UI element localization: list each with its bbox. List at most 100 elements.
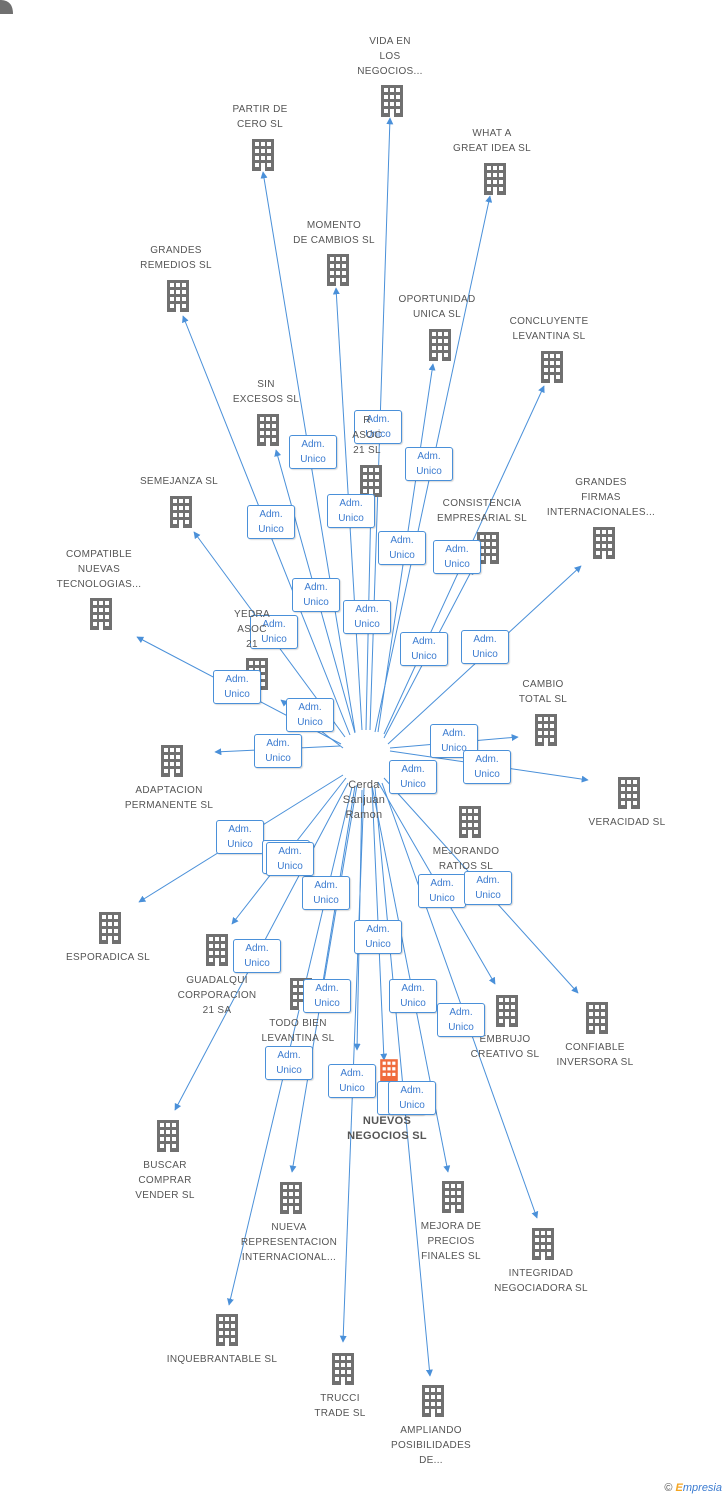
role-badge-asoc21[interactable]: Adm.Unico: [343, 600, 391, 634]
role-badge-trucci[interactable]: Adm.Unico: [328, 1064, 376, 1098]
role-badge-yedra[interactable]: Adm.Unico: [286, 698, 334, 732]
building-icon[interactable]: [532, 1228, 554, 1260]
building-icon[interactable]: [257, 414, 279, 446]
role-badge-vida[interactable]: Adm.Unico: [354, 410, 402, 444]
person-icon[interactable]: [0, 0, 13, 14]
building-icon[interactable]: [422, 1385, 444, 1417]
person-name-line: Cerda: [348, 779, 380, 791]
role-badge-sin_excesos[interactable]: Adm.Unico: [292, 578, 340, 612]
role-badge-confiable[interactable]: Adm.Unico: [464, 871, 512, 905]
building-icon[interactable]: [586, 1002, 608, 1034]
role-badge-partir[interactable]: Adm.Unico: [247, 505, 295, 539]
building-icon[interactable]: [618, 777, 640, 809]
building-icon[interactable]: [429, 329, 451, 361]
building-icon[interactable]: [459, 806, 481, 838]
role-badge-nueva_rep[interactable]: Adm.Unico: [302, 876, 350, 910]
role-badge-compatible[interactable]: Adm.Unico: [213, 670, 261, 704]
building-icon[interactable]: [206, 934, 228, 966]
building-icon[interactable]: [593, 527, 615, 559]
focus-building-icon[interactable]: [380, 1059, 398, 1085]
building-icon[interactable]: [157, 1120, 179, 1152]
role-badge-sin-edge-b[interactable]: Adm.Unico: [266, 842, 314, 876]
role-badge-integridad[interactable]: Adm.Unico: [437, 1003, 485, 1037]
role-badge-veracidad[interactable]: Adm.Unico: [463, 750, 511, 784]
role-badge-grandes_remedios[interactable]: Adm.Unico: [289, 435, 337, 469]
role-badge-what[interactable]: Adm.Unico: [405, 447, 453, 481]
building-icon[interactable]: [216, 1314, 238, 1346]
building-icon[interactable]: [442, 1181, 464, 1213]
building-icon[interactable]: [541, 351, 563, 383]
role-badge-adaptacion[interactable]: Adm.Unico: [254, 734, 302, 768]
building-icon[interactable]: [99, 912, 121, 944]
role-badge-inquebrantable[interactable]: Adm.Unico: [265, 1046, 313, 1080]
building-icon[interactable]: [360, 465, 382, 497]
building-icon[interactable]: [381, 85, 403, 117]
company-label-line: GUADALQUI: [186, 975, 248, 986]
role-badge-consistencia[interactable]: Adm.Unico: [400, 632, 448, 666]
building-icon[interactable]: [484, 163, 506, 195]
company-label-veracidad[interactable]: VERACIDAD SL: [589, 815, 666, 830]
building-icon[interactable]: [327, 254, 349, 286]
role-badge-concluyente[interactable]: Adm.Unico: [433, 540, 481, 574]
building-icon[interactable]: [90, 598, 112, 630]
company-label-line: CORPORACION: [177, 990, 257, 1001]
building-icon[interactable]: [170, 496, 192, 528]
company-label-line: PERMANENTE SL: [124, 800, 214, 811]
role-badge-oportunidad[interactable]: Adm.Unico: [378, 531, 426, 565]
role-badge-line: Adm.: [475, 754, 499, 765]
role-badge-embrujo[interactable]: Adm.Unico: [418, 874, 466, 908]
role-badge-mejora_precios[interactable]: Adm.Unico: [389, 979, 437, 1013]
role-badge-semejanza[interactable]: Adm.Unico: [250, 615, 298, 649]
building-icon[interactable]: [496, 995, 518, 1027]
building-icon[interactable]: [535, 714, 557, 746]
role-badge-diseno-edge-b[interactable]: Adm.Unico: [388, 1081, 436, 1115]
building-icon[interactable]: [167, 280, 189, 312]
company-label-inquebrantable[interactable]: INQUEBRANTABLE SL: [167, 1352, 278, 1367]
role-badge-grandes_firmas[interactable]: Adm.Unico: [461, 630, 509, 664]
role-badge-diseno-edge-a[interactable]: Adm.Unico: [303, 979, 351, 1013]
role-badge-esporadica[interactable]: Adm.Unico: [216, 820, 264, 854]
company-label-semejanza[interactable]: SEMEJANZA SL: [140, 474, 218, 489]
building-icon[interactable]: [161, 745, 183, 777]
company-label-esporadica[interactable]: ESPORADICA SL: [66, 950, 150, 965]
role-badge-line: Adm.: [442, 728, 466, 739]
role-badge-mejorando-edge[interactable]: Adm.Unico: [389, 760, 437, 794]
role-badge-line: Adm.: [225, 674, 249, 685]
building-icon[interactable]: [332, 1353, 354, 1385]
building-icon[interactable]: [252, 139, 274, 171]
role-badge-todo_bien-edge[interactable]: Adm.Unico: [354, 920, 402, 954]
company-label-line: LEVANTINA SL: [512, 331, 586, 342]
role-badge-line: Adm.: [262, 619, 286, 630]
building-icon[interactable]: [280, 1182, 302, 1214]
role-badge-line: Unico: [354, 619, 380, 630]
role-badge-buscar[interactable]: Adm.Unico: [233, 939, 281, 973]
role-badge-momento[interactable]: Adm.Unico: [327, 494, 375, 528]
